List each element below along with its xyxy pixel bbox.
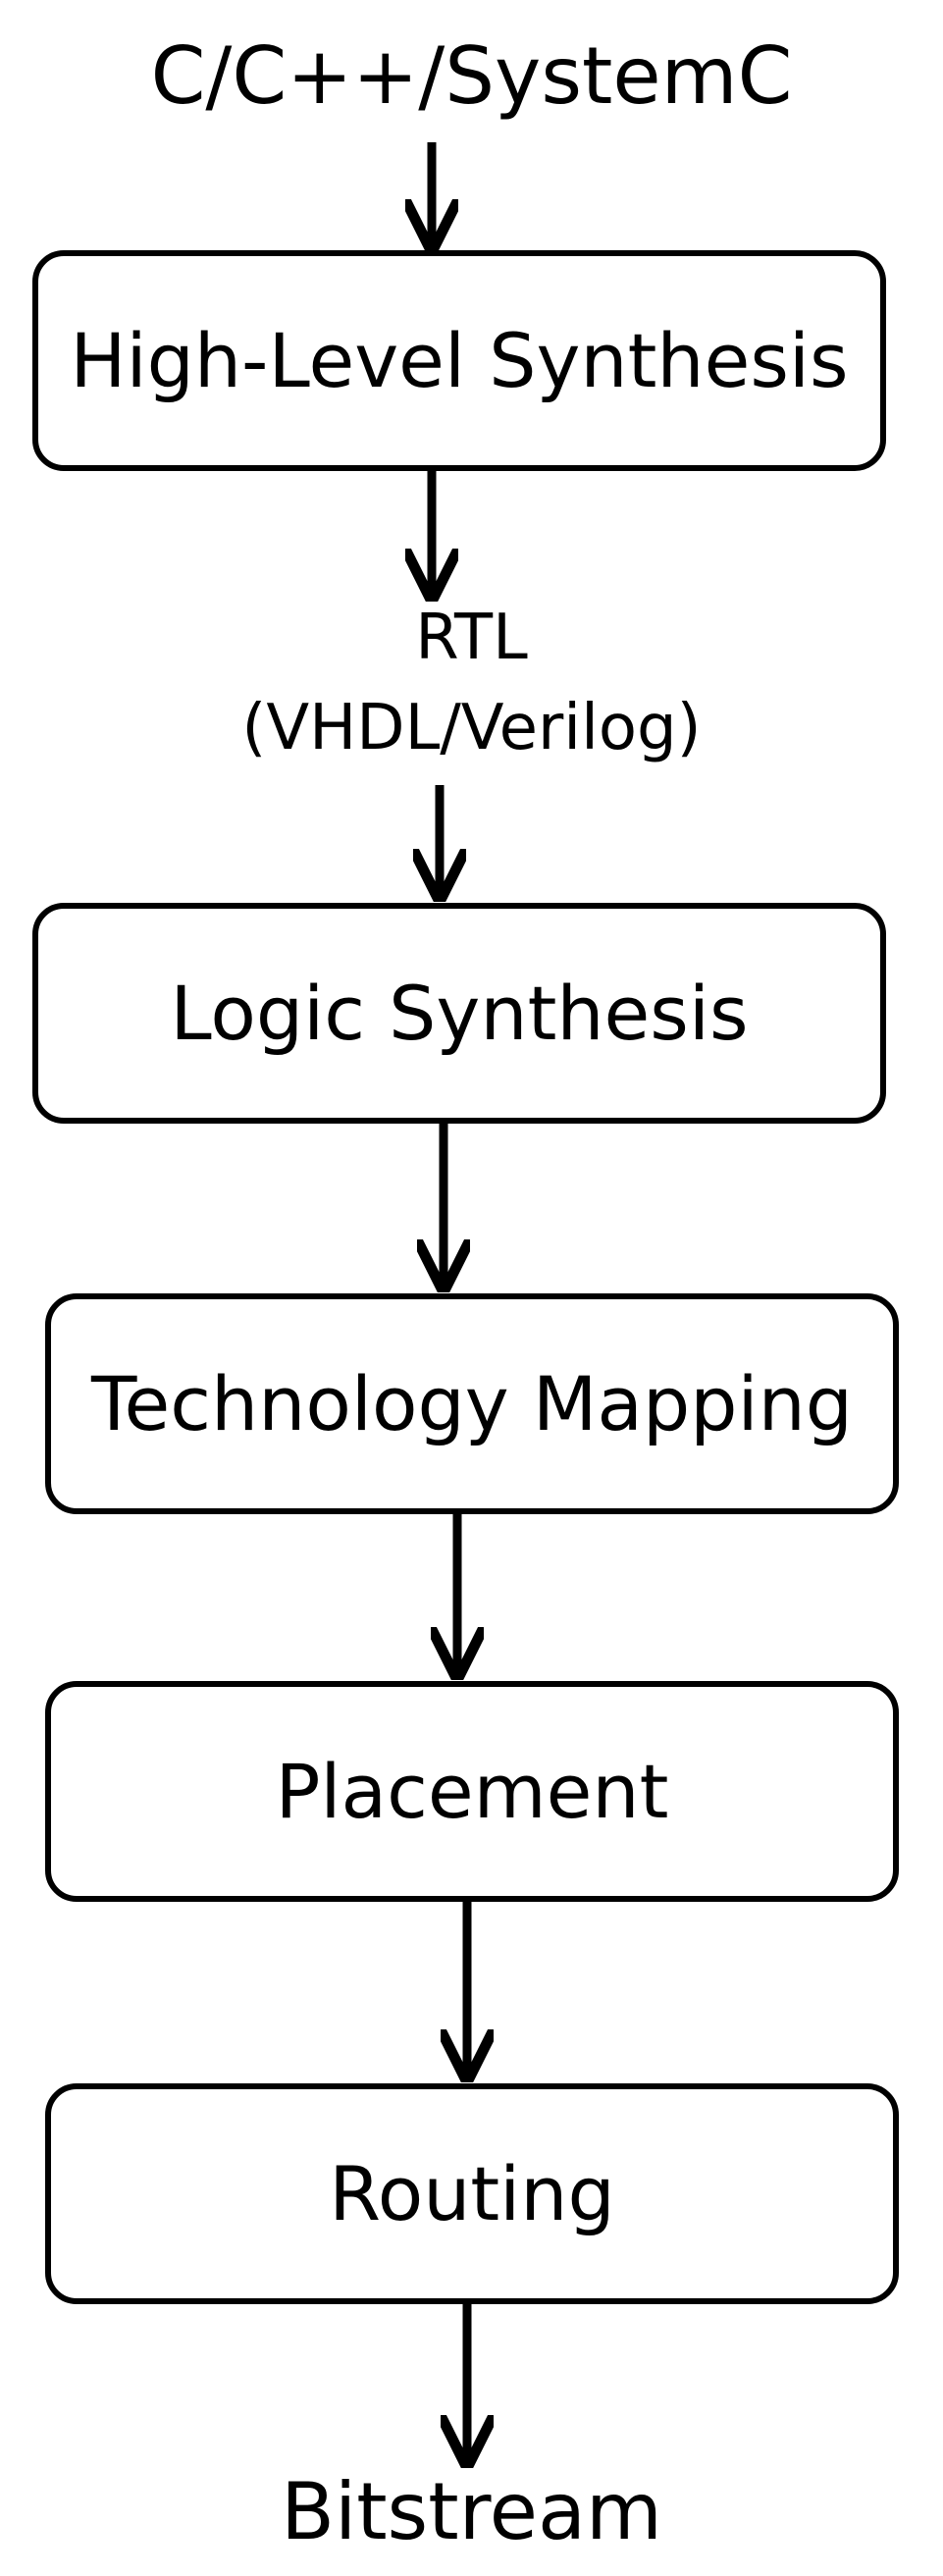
output-label: Bitstream [281,2466,662,2557]
rtl-label: RTL [415,602,528,674]
stage-label: Technology Mapping [90,1359,854,1447]
stage-routing: Routing [45,2083,899,2304]
vhdl-verilog-label: (VHDL/Verilog) [241,692,702,764]
stage-label: Logic Synthesis [170,969,749,1057]
stage-label: Placement [275,1747,669,1835]
input-label: C/C++/SystemC [150,30,793,122]
stage-high-level-synthesis: High-Level Synthesis [32,250,886,471]
stage-label: Routing [329,2149,615,2237]
stage-label: High-Level Synthesis [70,316,849,404]
stage-placement: Placement [45,1681,899,1902]
stage-technology-mapping: Technology Mapping [45,1293,899,1514]
stage-logic-synthesis: Logic Synthesis [32,903,886,1124]
